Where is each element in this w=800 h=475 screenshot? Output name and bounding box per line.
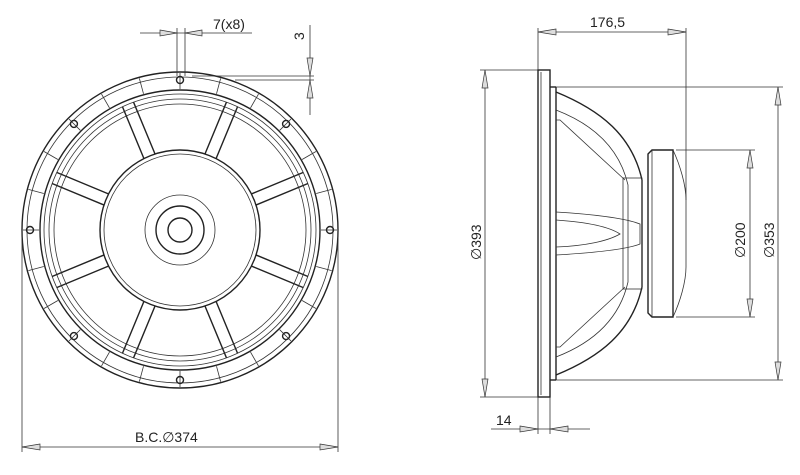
mounting-holes xyxy=(25,75,335,385)
spoke xyxy=(132,305,156,359)
spoke xyxy=(255,182,309,206)
rim-rib xyxy=(28,188,44,194)
rim-rib xyxy=(138,366,144,382)
rim-rib xyxy=(250,351,259,367)
rim-rib xyxy=(279,118,292,131)
spoke xyxy=(51,254,105,278)
rim-rib xyxy=(301,151,317,160)
front-view: 7(x8) 3 B.C.∅374 xyxy=(21,16,339,452)
rim-rib xyxy=(43,151,59,160)
mounting-flange xyxy=(537,69,551,398)
side-view: 176,5 ∅393 ∅200 ∅353 14 xyxy=(468,14,783,434)
spoke xyxy=(204,101,228,155)
spoke xyxy=(255,254,309,278)
outer-diameter-label: ∅393 xyxy=(468,224,484,260)
hole-offset-label: 3 xyxy=(291,32,307,40)
mounting-hole xyxy=(175,375,185,385)
rim-rib xyxy=(216,78,222,94)
rim-rib xyxy=(216,366,222,382)
rim-rib xyxy=(316,188,332,194)
mounting-hole xyxy=(69,119,79,129)
spoke xyxy=(56,265,109,289)
rim-rib xyxy=(43,300,59,309)
rim-rib xyxy=(101,93,110,109)
mounting-hole xyxy=(281,119,291,129)
rim-rib xyxy=(101,351,110,367)
flange-thickness-label: 14 xyxy=(496,412,512,428)
basket-spokes xyxy=(23,73,337,387)
rim-rib xyxy=(279,329,292,342)
spoke xyxy=(215,106,239,159)
rim-rib xyxy=(316,266,332,272)
magnet-outline xyxy=(99,149,261,311)
spoke xyxy=(251,265,304,289)
spoke xyxy=(121,301,145,354)
pole-vent xyxy=(167,217,193,243)
rim-rib xyxy=(301,300,317,309)
rim-rib xyxy=(28,266,44,272)
rim-rib xyxy=(68,329,81,342)
spoke xyxy=(251,171,304,195)
mounting-hole xyxy=(325,225,335,235)
spoke xyxy=(56,171,109,195)
basket-diameter-label: ∅353 xyxy=(761,222,777,258)
bolt-circle-label: B.C.∅374 xyxy=(135,429,198,445)
depth-label: 176,5 xyxy=(590,14,625,30)
spoke xyxy=(204,305,228,359)
mounting-hole xyxy=(25,225,35,235)
mounting-hole xyxy=(69,331,79,341)
spoke xyxy=(132,101,156,155)
rim-rib xyxy=(68,118,81,131)
spoke xyxy=(215,301,239,354)
spoke xyxy=(121,106,145,159)
mounting-hole xyxy=(281,331,291,341)
rim-rib xyxy=(138,78,144,94)
hole-width-label: 7(x8) xyxy=(213,16,245,32)
mounting-hole xyxy=(175,75,185,85)
basket-profile xyxy=(555,91,643,376)
spoke xyxy=(51,182,105,206)
magnet-diameter-label: ∅200 xyxy=(732,222,748,258)
rim-rib xyxy=(250,93,259,109)
